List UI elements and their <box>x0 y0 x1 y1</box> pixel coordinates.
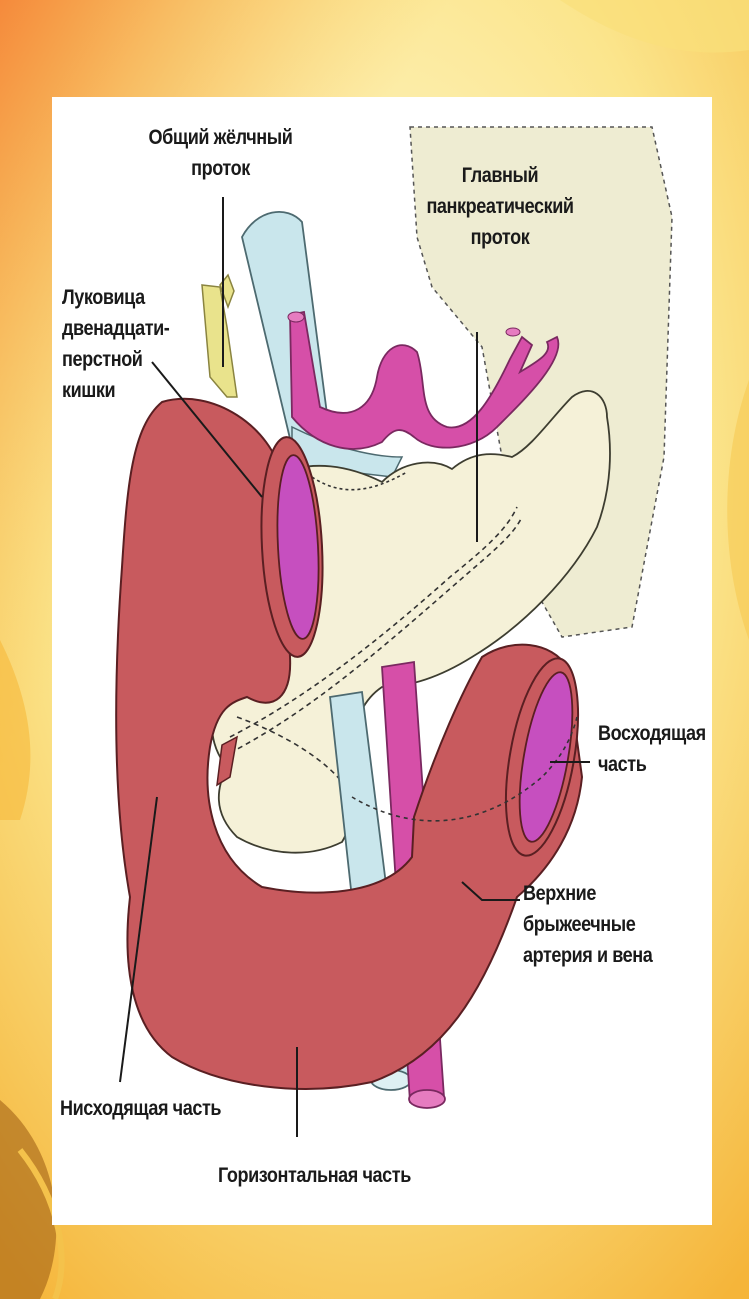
label-common-bile-duct-line2: проток <box>141 153 300 184</box>
label-duodenal-bulb-line4: кишки <box>62 375 169 406</box>
label-duodenal-bulb-line2: двенадцати- <box>62 313 169 344</box>
label-duodenal-bulb-line1: Луковица <box>62 282 169 313</box>
label-horizontal-part-text: Горизонтальная часть <box>218 1160 411 1191</box>
label-horizontal-part: Горизонтальная часть <box>218 1160 411 1191</box>
label-main-pancreatic-duct-line3: проток <box>418 222 581 253</box>
label-main-pancreatic-duct: Главный панкреатический проток <box>418 160 581 253</box>
label-superior-mesenteric-line3: артерия и вена <box>523 940 652 971</box>
label-ascending-part: Восходящая часть <box>598 718 706 780</box>
label-duodenal-bulb-line3: перстной <box>62 344 169 375</box>
label-descending-part-text: Нисходящая часть <box>60 1093 221 1124</box>
label-common-bile-duct-line1: Общий жёлчный <box>141 122 300 153</box>
bile-duct <box>202 285 237 397</box>
label-common-bile-duct: Общий жёлчный проток <box>141 122 300 184</box>
label-duodenal-bulb: Луковица двенадцати- перстной кишки <box>62 282 169 406</box>
label-descending-part: Нисходящая часть <box>60 1093 221 1124</box>
label-superior-mesenteric-line1: Верхние <box>523 878 652 909</box>
label-main-pancreatic-duct-line2: панкреатический <box>418 191 581 222</box>
label-ascending-part-line2: часть <box>598 749 706 780</box>
label-ascending-part-line1: Восходящая <box>598 718 706 749</box>
label-main-pancreatic-duct-line1: Главный <box>418 160 581 191</box>
duodenum-pancreas-illustration <box>52 97 712 1225</box>
label-superior-mesenteric: Верхние брыжеечные артерия и вена <box>523 878 652 971</box>
label-superior-mesenteric-line2: брыжеечные <box>523 909 652 940</box>
